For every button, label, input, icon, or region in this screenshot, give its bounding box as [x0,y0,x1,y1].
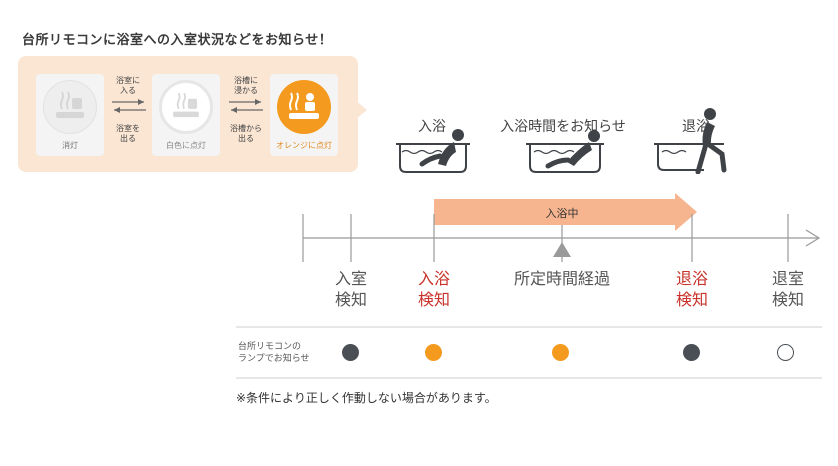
swap-arrows-icon [112,99,146,113]
timeline-arrowhead-icon [805,229,821,247]
bath-icon-off [56,91,84,118]
note-enter-tub-line1: 浴槽に [234,76,258,85]
event-exit-bath-line2: 検知 [675,290,708,309]
event-leave-room-line2: 検知 [771,290,804,309]
event-enter-bath-line1: 入浴 [417,269,450,288]
lamp-dot-leave-room [777,344,794,361]
note-enter-tub-line2: 浸かる [234,86,258,95]
bathing-period-label: 入浴中 [546,207,579,220]
event-enter-room: 入室 検知 [321,268,381,310]
lamp-orange-label: オレンジに点灯 [276,141,332,150]
note-leave-room-line2: 出る [120,134,136,143]
page-headline: 台所リモコンに浴室への入室状況などをお知らせ！ [22,33,333,48]
note-enter-room-line1: 浴室に [116,76,140,85]
note-enter-room: 浴室に 入る [108,76,148,96]
event-exit-bath: 退浴 検知 [662,268,722,310]
lamp-dot-enter-room [342,344,359,361]
lamp-off-circle [43,80,97,134]
bathing-person-icon [289,92,319,119]
bathing-period-arrow [434,193,697,231]
lamp-row-label-line2: ランプでお知らせ [238,354,310,364]
event-elapsed: 所定時間経過 [492,268,632,289]
lamp-orange-circle [277,80,331,134]
bath-icon-white [173,92,199,118]
event-enter-room-line2: 検知 [334,290,367,309]
lamp-dot-elapsed [552,344,569,361]
event-elapsed-line1: 所定時間経過 [513,269,610,288]
event-enter-bath-line2: 検知 [417,290,450,309]
note-enter-tub: 浴槽に 浸かる [225,76,267,96]
elapsed-marker-triangle-icon [553,242,571,257]
lamp-row-label: 台所リモコンの ランプでお知らせ [238,341,310,365]
scene-enter-bath-label: 入浴 [418,119,446,135]
swap-arrows-icon [229,99,263,113]
note-leave-room: 浴室を 出る [108,124,148,144]
note-leave-tub-line2: 出る [238,134,254,143]
lamp-dot-enter-bath [425,344,442,361]
note-leave-room-line1: 浴室を [116,124,140,133]
lamp-white-label: 白色に点灯 [166,141,206,150]
event-leave-room: 退室 検知 [756,268,820,310]
lamp-dot-exit-bath [683,344,700,361]
note-leave-tub: 浴槽から 出る [225,124,267,144]
person-reclining-in-tub-icon [526,130,604,173]
lamp-white-circle [159,80,213,134]
footnote: ※条件により正しく作動しない場合があります。 [236,391,497,405]
event-enter-bath: 入浴 検知 [404,268,464,310]
scene-exit-bath-label: 退浴 [682,119,710,135]
note-enter-room-line2: 入る [120,86,136,95]
lamp-row-label-line1: 台所リモコンの [238,342,302,352]
lamp-orange-box: オレンジに点灯 [270,74,338,156]
lamp-white-box: 白色に点灯 [152,74,220,156]
lamp-off-label: 消灯 [62,141,78,150]
event-enter-room-line1: 入室 [334,269,367,288]
event-exit-bath-line1: 退浴 [675,269,708,288]
person-sitting-in-tub-icon [396,129,470,173]
event-leave-room-line1: 退室 [771,269,804,288]
lamp-off-box: 消灯 [36,74,104,156]
panel-pointer [355,100,367,120]
person-stepping-out-of-tub-icon [654,108,727,174]
note-leave-tub-line1: 浴槽から [230,124,262,133]
